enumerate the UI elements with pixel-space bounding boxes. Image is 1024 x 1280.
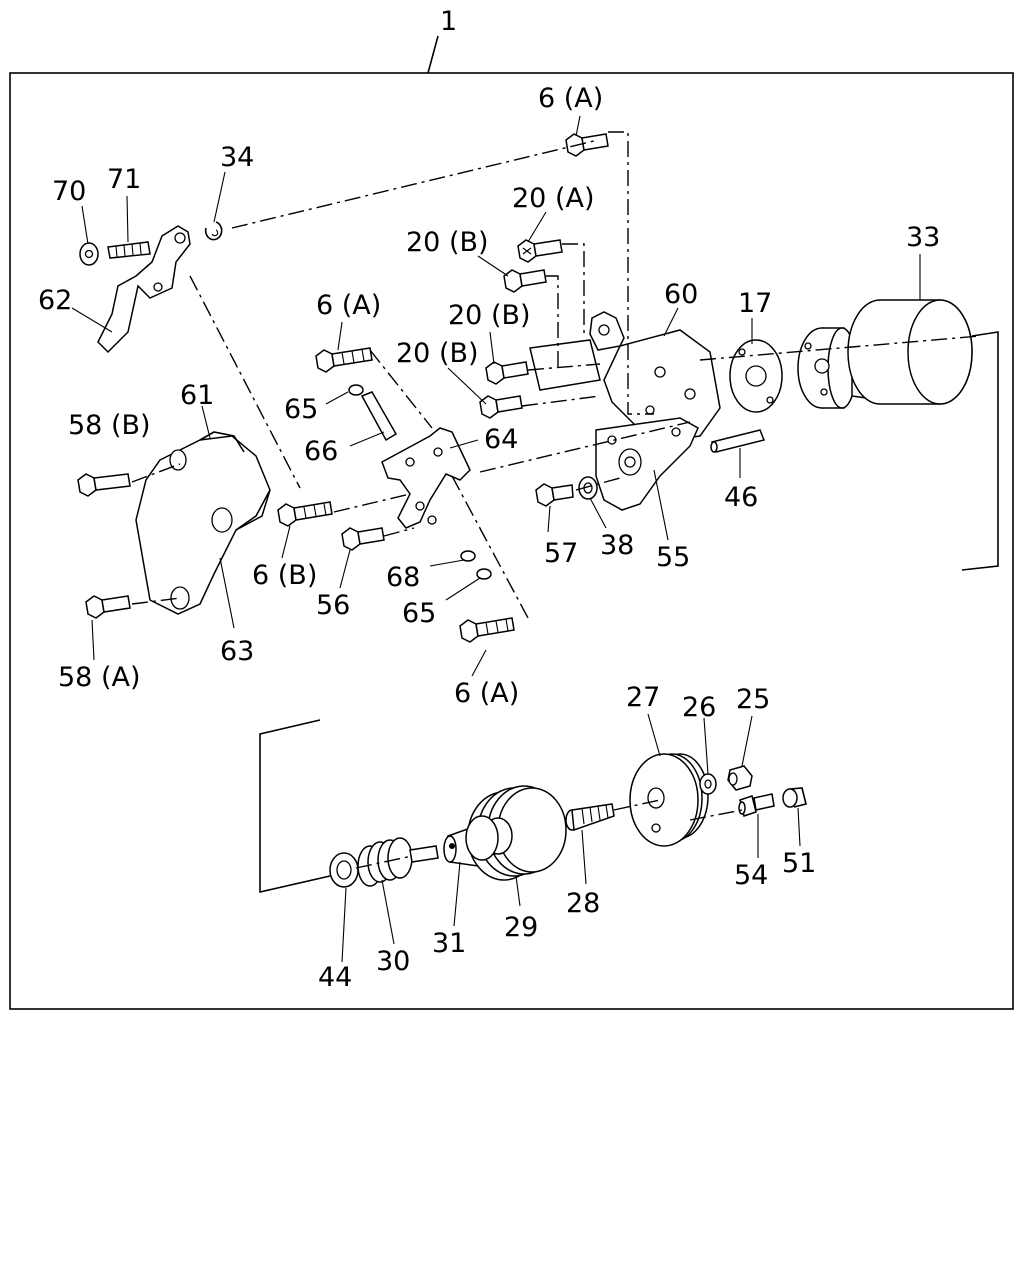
- part-70-nut: [79, 242, 99, 266]
- callout-31: 31: [432, 928, 466, 959]
- part-54-fitting: [738, 793, 775, 817]
- callout-65-top: 65: [284, 394, 318, 425]
- callout-61: 61: [180, 380, 214, 411]
- callout-27: 27: [626, 682, 660, 713]
- diagram-frame: [9, 72, 1014, 1010]
- callout-20a: 20 (A): [512, 183, 594, 214]
- part-29-pulley: [465, 785, 567, 881]
- callout-58a: 58 (A): [58, 662, 140, 693]
- callout-6b: 6 (B): [252, 560, 317, 591]
- callout-68: 68: [386, 562, 420, 593]
- part-6a-bolt-bot: [459, 617, 515, 643]
- part-64-bracket: [381, 427, 471, 529]
- callout-63: 63: [220, 636, 254, 667]
- right-group-bracket: [961, 331, 999, 571]
- part-27-pulley: [629, 753, 709, 847]
- callout-71: 71: [107, 164, 141, 195]
- callout-20b-2: 20 (B): [448, 300, 531, 331]
- callout-58b: 58 (B): [68, 410, 151, 441]
- callout-64: 64: [484, 424, 518, 455]
- callout-46: 46: [724, 482, 758, 513]
- callout-65-bot: 65: [402, 598, 436, 629]
- callout-28: 28: [566, 888, 600, 919]
- callout-60: 60: [664, 279, 698, 310]
- part-28-shaft: [565, 803, 615, 832]
- callout-26: 26: [682, 692, 716, 723]
- part-6b-bolt: [277, 501, 333, 527]
- part-66-pin: [360, 391, 398, 442]
- callout-25: 25: [736, 684, 770, 715]
- callout-29: 29: [504, 912, 538, 943]
- callout-56: 56: [316, 590, 350, 621]
- callout-51: 51: [782, 848, 816, 879]
- alignment-lines-lower: [355, 799, 743, 869]
- callout-57: 57: [544, 538, 578, 569]
- callout-6a-mid: 6 (A): [316, 290, 381, 321]
- part-61-cover: [135, 431, 271, 615]
- callout-20b-3: 20 (B): [396, 338, 479, 369]
- callout-6a-bot: 6 (A): [454, 678, 519, 709]
- callout-6a-top: 6 (A): [538, 83, 603, 114]
- part-spring-pin: [409, 845, 439, 863]
- callout-44: 44: [318, 962, 352, 993]
- part-25-nut: [727, 765, 753, 791]
- assembly-number: 1: [440, 6, 457, 37]
- part-33-motor: [797, 299, 973, 409]
- part-55-plate: [595, 417, 699, 511]
- part-6a-bolt-top: [565, 133, 609, 157]
- callout-66: 66: [304, 436, 338, 467]
- part-57-bolt: [535, 483, 574, 507]
- part-38-washer: [578, 476, 598, 500]
- callout-17: 17: [738, 288, 772, 319]
- part-20b-bolt-1: [503, 269, 547, 293]
- callout-20b-1: 20 (B): [406, 227, 489, 258]
- part-56-bolt: [341, 527, 385, 551]
- left-group-bracket: [259, 719, 331, 894]
- callout-30: 30: [376, 946, 410, 977]
- callout-38: 38: [600, 530, 634, 561]
- callout-33: 33: [906, 222, 940, 253]
- part-71-bolt: [107, 241, 151, 259]
- part-51-cap: [782, 787, 807, 808]
- part-20a-bolt: [517, 239, 563, 263]
- leader-lines: [71, 115, 921, 963]
- part-58b-bolt: [77, 473, 131, 497]
- part-62-bracket: [97, 225, 191, 354]
- part-65-clip-top: [348, 384, 364, 396]
- part-68-washer: [460, 550, 476, 562]
- part-20b-bolt-3: [479, 395, 523, 419]
- part-65-clip-bot: [476, 568, 492, 580]
- part-34-clip: [204, 221, 223, 241]
- part-20b-bolt-2: [485, 361, 529, 385]
- part-6a-bolt-mid: [315, 347, 373, 373]
- callout-55: 55: [656, 542, 690, 573]
- alignment-lines-upper: [131, 131, 981, 619]
- part-26-nut: [699, 773, 717, 795]
- callout-70: 70: [52, 176, 86, 207]
- part-58a-bolt: [85, 595, 131, 619]
- callout-54: 54: [734, 860, 768, 891]
- part-17-gasket: [729, 339, 783, 413]
- callout-34: 34: [220, 142, 254, 173]
- callout-62: 62: [38, 285, 72, 316]
- part-46-pin: [710, 429, 766, 453]
- part-44-washer: [329, 852, 359, 888]
- assembly-leader: [427, 35, 439, 74]
